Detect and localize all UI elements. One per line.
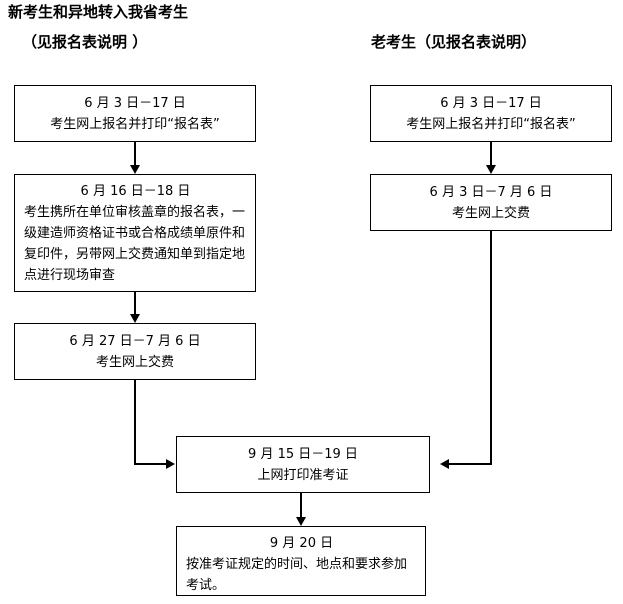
connector-left2-to-left3-arrow bbox=[129, 314, 140, 323]
connector-right2-to-merge1-vertical bbox=[490, 231, 492, 464]
node-right-registration[interactable]: 6 月 3 日－17 日 考生网上报名并打印“报名表” bbox=[370, 85, 612, 142]
connector-left2-to-left3-line bbox=[134, 292, 136, 314]
connector-left3-to-merge1-arrow bbox=[166, 458, 175, 469]
connector-right2-to-merge1-horizontal bbox=[449, 463, 492, 465]
node-right-payment-title: 6 月 3 日－7 月 6 日 bbox=[429, 184, 553, 200]
header-left-line2: （见报名表说明 ） bbox=[22, 33, 148, 51]
node-right-payment-body: 考生网上交费 bbox=[451, 205, 530, 221]
node-left-registration-title: 6 月 3 日－17 日 bbox=[84, 95, 186, 111]
node-left-registration-body: 考生网上报名并打印“报名表” bbox=[50, 116, 220, 132]
node-take-exam-body: 按准考证规定的时间、地点和要求参加考试。 bbox=[186, 557, 408, 593]
header-left-line1: 新考生和异地转入我省考生 bbox=[8, 3, 189, 21]
node-left-registration[interactable]: 6 月 3 日－17 日 考生网上报名并打印“报名表” bbox=[14, 85, 256, 142]
connector-right2-to-merge1-arrow bbox=[440, 458, 449, 469]
node-right-payment[interactable]: 6 月 3 日－7 月 6 日 考生网上交费 bbox=[370, 174, 612, 231]
node-left-onsite-review-title: 6 月 16 日－18 日 bbox=[80, 184, 191, 199]
node-right-registration-title: 6 月 3 日－17 日 bbox=[440, 95, 542, 111]
header-right: 老考生（见报名表说明） bbox=[371, 33, 537, 51]
node-left-payment-title: 6 月 27 日－7 月 6 日 bbox=[69, 333, 201, 349]
node-left-onsite-review[interactable]: 6 月 16 日－18 日 考生携所在单位审核盖章的报名表，一级建造师资格证书或… bbox=[14, 174, 256, 292]
node-left-onsite-review-body: 考生携所在单位审核盖章的报名表，一级建造师资格证书或合格成绩单原件和复印件，另带… bbox=[24, 205, 246, 283]
connector-left1-to-left2-line bbox=[134, 142, 136, 165]
node-print-admission-ticket[interactable]: 9 月 15 日－19 日 上网打印准考证 bbox=[176, 436, 430, 493]
connector-left1-to-left2-arrow bbox=[129, 165, 140, 174]
connector-left3-to-merge1-horizontal bbox=[134, 463, 167, 465]
node-take-exam[interactable]: 9 月 20 日 按准考证规定的时间、地点和要求参加考试。 bbox=[176, 526, 426, 596]
node-left-payment[interactable]: 6 月 27 日－7 月 6 日 考生网上交费 bbox=[14, 323, 256, 380]
node-print-admission-ticket-title: 9 月 15 日－19 日 bbox=[248, 446, 358, 462]
connector-right1-to-right2-line bbox=[490, 142, 492, 165]
connector-merge1-to-merge2-line bbox=[300, 493, 302, 517]
node-take-exam-title: 9 月 20 日 bbox=[269, 536, 334, 551]
node-right-registration-body: 考生网上报名并打印“报名表” bbox=[406, 116, 576, 132]
connector-left3-to-merge1-vertical bbox=[134, 380, 136, 464]
node-print-admission-ticket-body: 上网打印准考证 bbox=[257, 467, 349, 483]
connector-merge1-to-merge2-arrow bbox=[295, 517, 306, 526]
connector-right1-to-right2-arrow bbox=[485, 165, 496, 174]
node-left-payment-body: 考生网上交费 bbox=[95, 354, 174, 370]
